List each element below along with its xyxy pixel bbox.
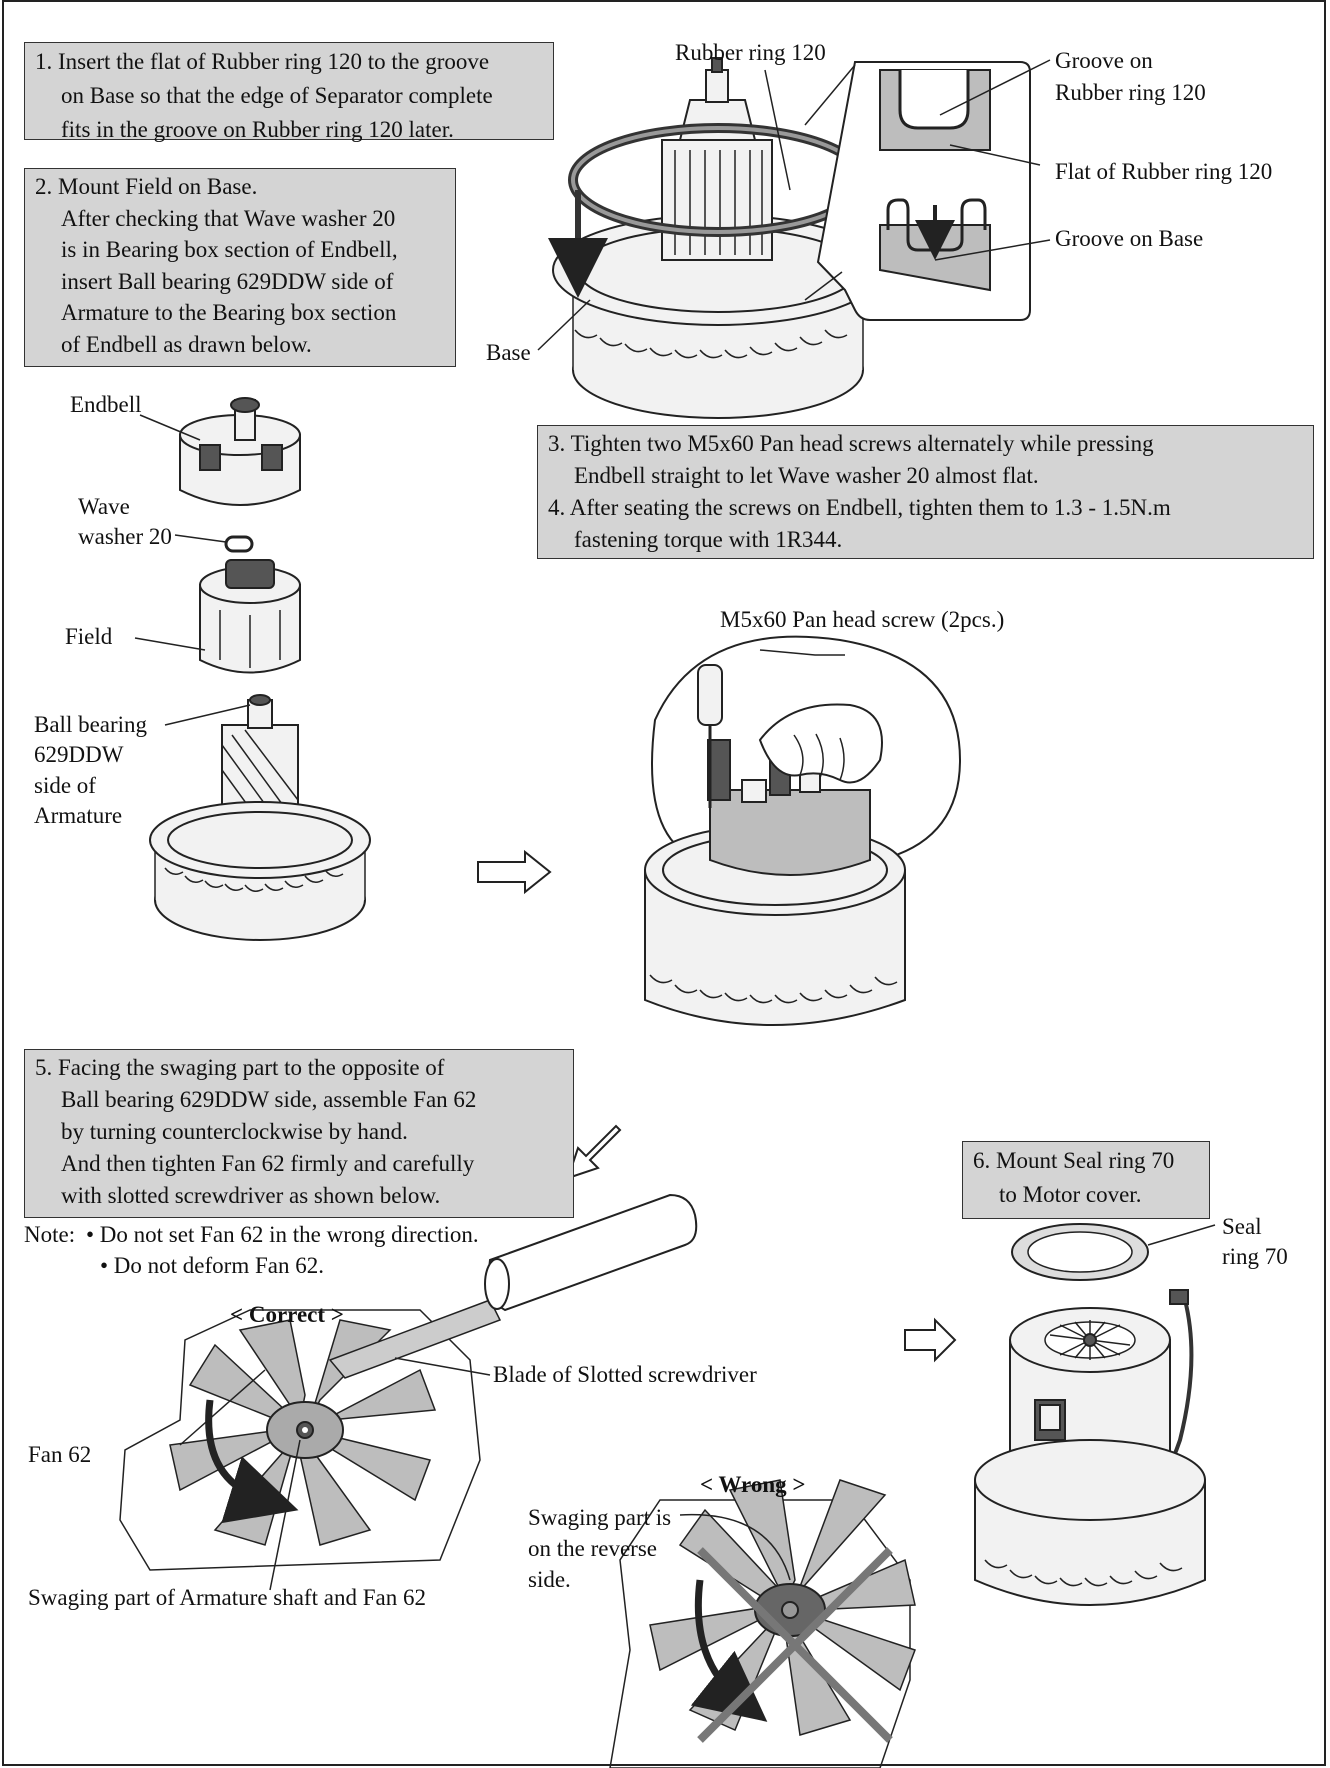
step2-line: is in Bearing box section of Endbell, [61,237,398,262]
label-swaging-reverse: on the reverse [528,1536,657,1561]
step2-line: of Endbell as drawn below. [61,331,312,357]
step2-line: After checking that Wave washer 20 [61,205,396,231]
motor-cover-illustration [974,1223,1216,1606]
step6-line: to Motor cover. [999,1182,1142,1207]
label-field: Field [65,624,113,649]
label-ball-bearing: Ball bearing [34,712,148,737]
arrow-to-step6 [904,1317,957,1363]
label-groove-ring: Rubber ring 120 [1055,80,1206,105]
label-blade: Blade of Slotted screwdriver [493,1362,757,1387]
label-seal-ring: Seal [1222,1214,1262,1239]
note-prefix: Note: [24,1222,76,1247]
note-item: • Do not deform Fan 62. [100,1253,324,1278]
label-wave-washer: washer 20 [78,524,172,549]
label-rubber-ring: Rubber ring 120 [675,40,826,65]
label-ball-bearing: Armature [34,803,123,828]
note-item: • Do not set Fan 62 in the wrong directi… [86,1222,479,1247]
arrow-to-step3 [477,849,552,895]
label-endbell: Endbell [70,392,142,417]
step2-line: 2. Mount Field on Base. [35,174,258,199]
arrow-to-step5 [566,1124,622,1180]
label-swaging-part: Swaging part of Armature shaft and Fan 6… [28,1585,426,1610]
step5-line: by turning counterclockwise by hand. [61,1119,408,1144]
screwing-illustration [644,635,962,1026]
step1-line: on Base so that the edge of Separator co… [61,83,493,108]
step2-line: insert Ball bearing 629DDW side of [61,268,394,294]
label-wrong: < Wrong > [700,1472,806,1497]
step34-line: Endbell straight to let Wave washer 20 a… [574,463,1039,488]
label-groove-base: Groove on Base [1055,226,1204,251]
exploded-view [134,397,371,941]
step2-instruction: 2. Mount Field on Base. After checking t… [24,168,456,367]
label-screw: M5x60 Pan head screw (2pcs.) [720,607,1005,632]
step1-line: fits in the groove on Rubber ring 120 la… [61,117,454,142]
label-groove-ring: Groove on [1055,48,1153,73]
label-flat-ring: Flat of Rubber ring 120 [1055,159,1273,184]
label-swaging-reverse: side. [528,1567,571,1592]
step6-line: 6. Mount Seal ring 70 [973,1148,1175,1173]
step34-line: fastening torque with 1R344. [574,527,843,552]
wrong-fan-illustration [609,1479,916,1768]
step5-line: 5. Facing the swaging part to the opposi… [35,1055,445,1080]
label-swaging-reverse: Swaging part is [528,1505,672,1530]
base-teeth [574,329,848,359]
label-seal-ring: ring 70 [1222,1244,1288,1269]
label-correct: < Correct > [230,1302,344,1327]
step1-line: 1. Insert the flat of Rubber ring 120 to… [35,49,490,74]
step5-line: And then tighten Fan 62 firmly and caref… [61,1151,475,1176]
groove-detail-inset [537,59,1051,351]
step3-4-instruction: 3. Tighten two M5x60 Pan head screws alt… [537,425,1314,559]
label-ball-bearing: 629DDW [34,742,124,767]
step1-instruction: 1. Insert the flat of Rubber ring 120 to… [24,42,554,142]
step34-line: 4. After seating the screws on Endbell, … [548,495,1171,520]
label-base: Base [486,340,531,365]
correct-fan-illustration [119,1193,698,1591]
step2-line: Armature to the Bearing box section [61,300,397,325]
step5-line: with slotted screwdriver as shown below. [61,1183,441,1208]
step34-line: 3. Tighten two M5x60 Pan head screws alt… [548,431,1154,456]
label-ball-bearing: side of [34,773,96,798]
label-wave-washer: Wave [78,494,130,519]
step6-instruction: 6. Mount Seal ring 70 to Motor cover. [962,1141,1210,1219]
step5-instruction: 5. Facing the swaging part to the opposi… [24,1049,574,1218]
label-fan: Fan 62 [28,1442,92,1467]
step5-line: Ball bearing 629DDW side, assemble Fan 6… [61,1087,477,1112]
